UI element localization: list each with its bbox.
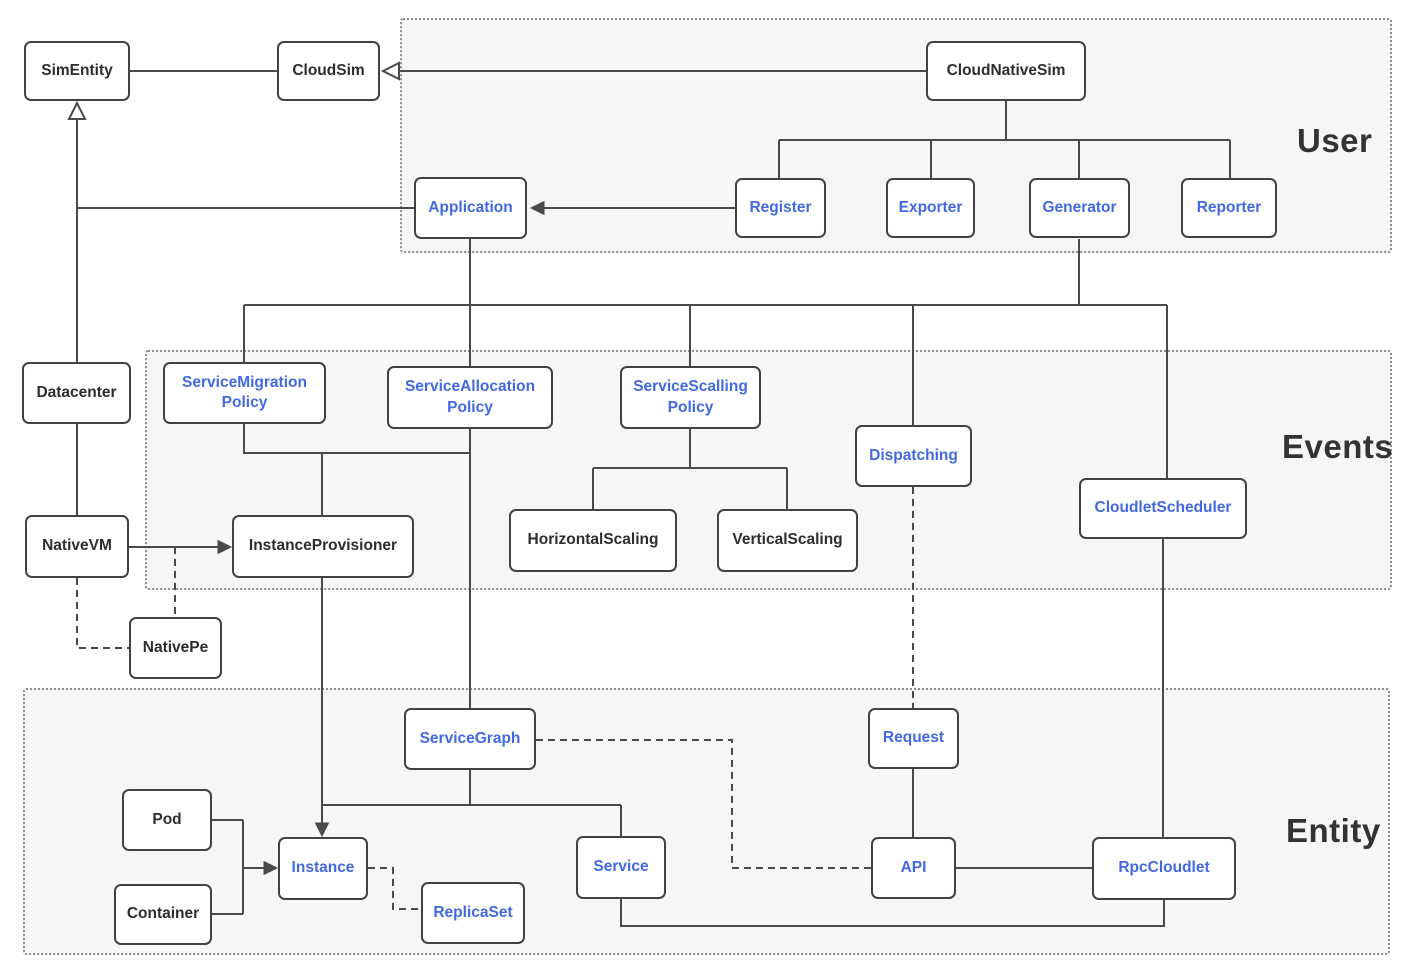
node-nativevm: NativeVM bbox=[25, 515, 129, 578]
edge-nativevm-nativepe bbox=[76, 578, 129, 649]
node-register: Register bbox=[735, 178, 826, 238]
edge-policies-instanceprovisioner bbox=[243, 424, 470, 515]
filled-arrow-instanceprovisioner bbox=[217, 539, 233, 555]
node-horizontalscaling: HorizontalScaling bbox=[509, 509, 677, 572]
node-datacenter: Datacenter bbox=[22, 362, 131, 424]
dashed-edges bbox=[76, 487, 914, 910]
edge-cloudnativesim-children-bus bbox=[778, 101, 1231, 178]
filled-arrow-application bbox=[529, 200, 545, 216]
node-cloudnativesim: CloudNativeSim bbox=[926, 41, 1086, 101]
node-api: API bbox=[871, 837, 956, 899]
node-replicaset: ReplicaSet bbox=[421, 882, 525, 944]
node-pod: Pod bbox=[122, 789, 212, 851]
node-servicegraph: ServiceGraph bbox=[404, 708, 536, 770]
edge-pod-container-instance bbox=[212, 819, 264, 915]
filled-arrow-instance-left bbox=[263, 860, 279, 876]
region-label-user: User bbox=[1297, 122, 1373, 159]
region-label-events: Events bbox=[1282, 428, 1394, 465]
arrowheads bbox=[67, 61, 545, 876]
edge-servicegraph-api bbox=[536, 739, 871, 869]
node-cloudsim: CloudSim bbox=[277, 41, 380, 101]
node-servicemigrationpolicy: ServiceMigration Policy bbox=[163, 362, 326, 424]
node-request: Request bbox=[868, 708, 959, 769]
node-servicescallingpolicy: ServiceScalling Policy bbox=[620, 366, 761, 429]
node-reporter: Reporter bbox=[1181, 178, 1277, 238]
node-application: Application bbox=[414, 177, 527, 239]
node-simentity: SimEntity bbox=[24, 41, 130, 101]
node-verticalscaling: VerticalScaling bbox=[717, 509, 858, 572]
edge-service-rpccloudlet bbox=[620, 899, 1165, 927]
node-cloudletscheduler: CloudletScheduler bbox=[1079, 478, 1247, 539]
edge-servicescallingpolicy-scalings bbox=[592, 429, 788, 509]
node-dispatching: Dispatching bbox=[855, 425, 972, 487]
node-rpccloudlet: RpcCloudlet bbox=[1092, 837, 1236, 900]
hollow-arrow-cloudsim bbox=[380, 61, 400, 81]
node-instance: Instance bbox=[278, 837, 368, 900]
node-nativepe: NativePe bbox=[129, 617, 222, 679]
edge-servicegraph-service bbox=[322, 769, 622, 836]
node-instanceprovisioner: InstanceProvisioner bbox=[232, 515, 414, 578]
hollow-arrow-simentity bbox=[67, 100, 87, 120]
node-service: Service bbox=[576, 836, 666, 899]
node-serviceallocationpolicy: ServiceAllocation Policy bbox=[387, 366, 553, 429]
filled-arrow-instance-top bbox=[314, 822, 330, 838]
node-generator: Generator bbox=[1029, 178, 1130, 238]
node-exporter: Exporter bbox=[886, 178, 975, 238]
node-container: Container bbox=[114, 884, 212, 945]
solid-edges bbox=[76, 70, 1231, 927]
edge-events-bus bbox=[243, 304, 1168, 478]
region-label-entity: Entity bbox=[1286, 812, 1381, 849]
edge-instance-replicaset bbox=[368, 867, 421, 910]
